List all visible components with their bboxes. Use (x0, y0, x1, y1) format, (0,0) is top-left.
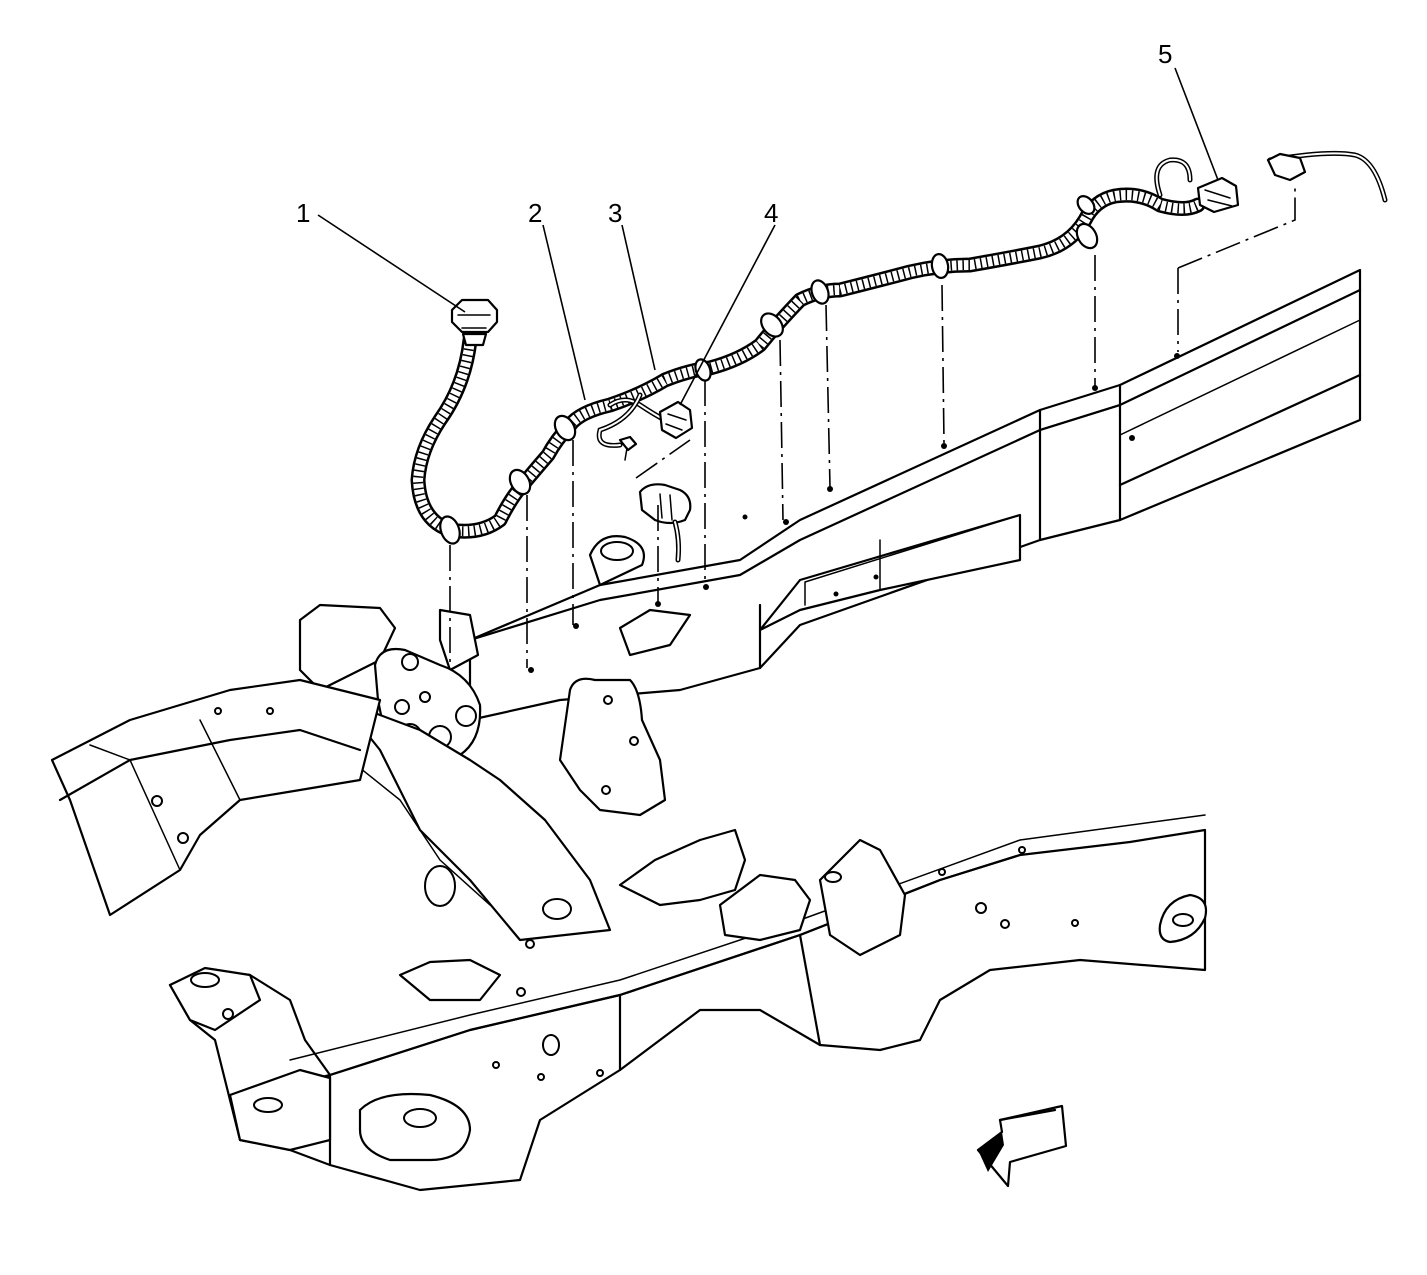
callout-3: 3 (608, 198, 656, 371)
motor-mount-bracket (298, 535, 692, 817)
wiring-harness (410, 150, 1388, 563)
front-crossmember (338, 698, 612, 949)
connector-1 (450, 298, 499, 347)
harness-clips (439, 195, 1099, 545)
callout-label-4: 4 (764, 198, 778, 228)
ground-eyelet (618, 435, 638, 461)
callout-label-1: 1 (296, 198, 310, 228)
callout-1: 1 (296, 198, 466, 313)
connector-4 (658, 400, 694, 440)
callout-label-3: 3 (608, 198, 622, 228)
sensor-component (638, 483, 692, 563)
callout-5: 5 (1158, 39, 1219, 181)
connector-5 (1196, 176, 1240, 214)
callout-2: 2 (528, 198, 586, 401)
frame-lower-rail (168, 814, 1208, 1192)
callout-label-5: 5 (1158, 39, 1172, 69)
frame-side-rail (442, 268, 1362, 722)
callout-4: 4 (679, 198, 778, 406)
frame-left-rail (50, 678, 382, 917)
installation-guides (449, 183, 1296, 668)
front-direction-arrow-icon (976, 1104, 1068, 1188)
callouts: 1 2 3 4 5 (296, 39, 1219, 406)
vehicle-frame (50, 268, 1362, 1192)
callout-label-2: 2 (528, 198, 542, 228)
rear-brackets (398, 828, 907, 1002)
